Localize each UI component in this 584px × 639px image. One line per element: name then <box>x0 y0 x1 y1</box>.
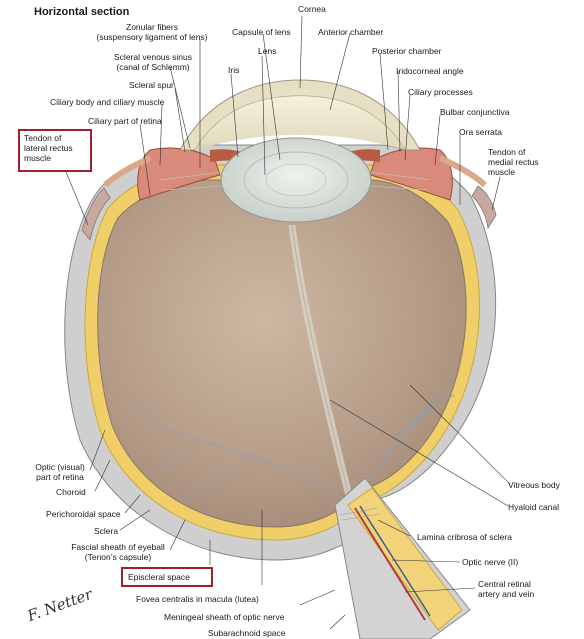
label-meningeal-sheath: Meningeal sheath of optic nerve <box>164 612 285 622</box>
central-artery <box>354 507 426 621</box>
label-vitreous-body: Vitreous body <box>508 480 560 490</box>
label-fascial-sheath-line1: Fascial sheath of eyeball <box>71 542 165 552</box>
label-tendon-medial-line2: medial rectus <box>488 157 539 167</box>
label-optic-part-retina: Optic (visual) part of retina <box>20 462 100 482</box>
label-zonular-fibers: Zonular fibers (suspensory ligament of l… <box>92 22 212 42</box>
label-tendon-lateral-line3: muscle <box>24 153 51 163</box>
label-capsule-of-lens: Capsule of lens <box>232 27 291 37</box>
label-optic-nerve: Optic nerve (II) <box>462 557 519 567</box>
zonular-fibers <box>159 171 431 191</box>
label-choroid: Choroid <box>56 487 86 497</box>
label-tendon-medial-line1: Tendon of <box>488 147 526 157</box>
label-lamina-cribrosa: Lamina cribrosa of sclera <box>417 532 512 542</box>
label-posterior-chamber: Posterior chamber <box>372 46 442 56</box>
label-bulbar-conjunctiva: Bulbar conjunctiva <box>440 107 510 117</box>
lens <box>220 137 372 223</box>
central-vein <box>359 505 431 617</box>
label-iridocorneal-angle: Iridocorneal angle <box>396 66 464 76</box>
highlight-box-episcleral-space <box>121 567 213 587</box>
diagram-title: Horizontal section <box>34 6 130 18</box>
highlight-box-tendon-lateral <box>18 129 92 172</box>
label-tendon-lateral-line1: Tendon of <box>24 133 62 143</box>
label-fascial-sheath-line2: (Tenon’s capsule) <box>84 552 152 562</box>
label-scleral-venous-sinus-line2: (canal of Schlemm) <box>116 62 190 72</box>
label-anterior-chamber: Anterior chamber <box>318 27 384 37</box>
label-subarachnoid-space: Subarachnoid space <box>208 628 286 638</box>
label-perichoroidal-space: Perichoroidal space <box>46 509 121 519</box>
label-ciliary-body: Ciliary body and ciliary muscle <box>50 97 165 107</box>
label-lens: Lens <box>258 46 277 56</box>
label-tendon-medial: Tendon of medial rectus muscle <box>488 147 539 177</box>
label-central-retinal-line2: artery and vein <box>478 589 535 599</box>
label-tendon-lateral-line2: lateral rectus <box>24 143 73 153</box>
label-tendon-medial-line3: muscle <box>488 167 515 177</box>
label-central-retinal: Central retinal artery and vein <box>478 579 534 599</box>
label-optic-part-retina-line2: part of retina <box>36 472 84 482</box>
label-ora-serrata: Ora serrata <box>459 127 502 137</box>
optic-nerve <box>347 487 463 631</box>
label-cornea: Cornea <box>298 4 326 14</box>
lateral-rectus-tendon <box>81 187 111 241</box>
label-episcleral-space: Episcleral space <box>128 572 190 582</box>
label-optic-part-retina-line1: Optic (visual) <box>35 462 85 472</box>
label-tendon-lateral: Tendon of lateral rectus muscle <box>24 133 73 163</box>
medial-rectus-tendon <box>471 185 497 230</box>
leader-lines <box>65 15 511 630</box>
label-zonular-fibers-line1: Zonular fibers <box>126 22 178 32</box>
label-ciliary-processes: Ciliary processes <box>408 87 473 97</box>
label-central-retinal-line1: Central retinal <box>478 579 531 589</box>
label-sclera: Sclera <box>94 526 119 536</box>
label-fovea: Fovea centralis in macula (lutea) <box>136 594 259 604</box>
ciliary-body-right <box>369 147 453 201</box>
label-fascial-sheath: Fascial sheath of eyeball (Tenon’s capsu… <box>64 542 172 562</box>
label-ciliary-part-retina: Ciliary part of retina <box>88 116 162 126</box>
anterior-chamber <box>195 96 405 150</box>
label-hyaloid-canal: Hyaloid canal <box>508 502 560 512</box>
label-zonular-fibers-line2: (suspensory ligament of lens) <box>96 32 208 42</box>
lamina-cribrosa <box>339 507 381 521</box>
label-scleral-venous-sinus: Scleral venous sinus (canal of Schlemm) <box>105 52 201 72</box>
label-scleral-spur: Scleral spur <box>129 80 174 90</box>
vitreous <box>97 179 467 528</box>
label-iris: Iris <box>228 65 240 75</box>
label-scleral-venous-sinus-line1: Scleral venous sinus <box>114 52 192 62</box>
